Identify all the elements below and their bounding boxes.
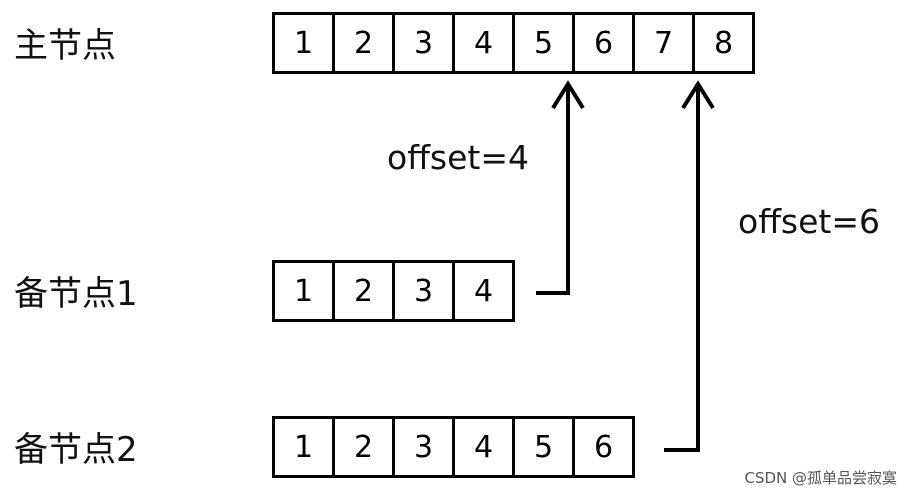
offset-label-backup2: offset=6: [738, 202, 881, 241]
cell-1: 1: [272, 416, 335, 478]
backup-node-1-label: 备节点1: [14, 274, 138, 314]
cell-6: 6: [572, 416, 635, 478]
backup1-arrowhead: [551, 80, 585, 110]
watermark: CSDN @孤单品尝寂寞: [744, 469, 897, 487]
cell-6: 6: [572, 12, 635, 74]
cell-5: 5: [512, 416, 575, 478]
cell-3: 3: [392, 260, 455, 322]
cell-4: 4: [452, 416, 515, 478]
cell-3: 3: [392, 416, 455, 478]
backup2-arrowhead: [681, 80, 715, 110]
cell-8: 8: [692, 12, 755, 74]
cell-5: 5: [512, 12, 575, 74]
backup2-to-primary-arrow: [664, 84, 700, 452]
cell-4: 4: [452, 12, 515, 74]
backup1-to-primary-arrow: [536, 84, 570, 295]
cell-2: 2: [332, 416, 395, 478]
cell-1: 1: [272, 12, 335, 74]
cell-7: 7: [632, 12, 695, 74]
cell-3: 3: [392, 12, 455, 74]
cell-4: 4: [452, 260, 515, 322]
offset-label-backup1: offset=4: [387, 138, 530, 177]
backup-node-2-label: 备节点2: [14, 430, 138, 470]
cell-2: 2: [332, 12, 395, 74]
cell-1: 1: [272, 260, 335, 322]
cell-2: 2: [332, 260, 395, 322]
primary-node-label: 主节点: [14, 26, 116, 66]
